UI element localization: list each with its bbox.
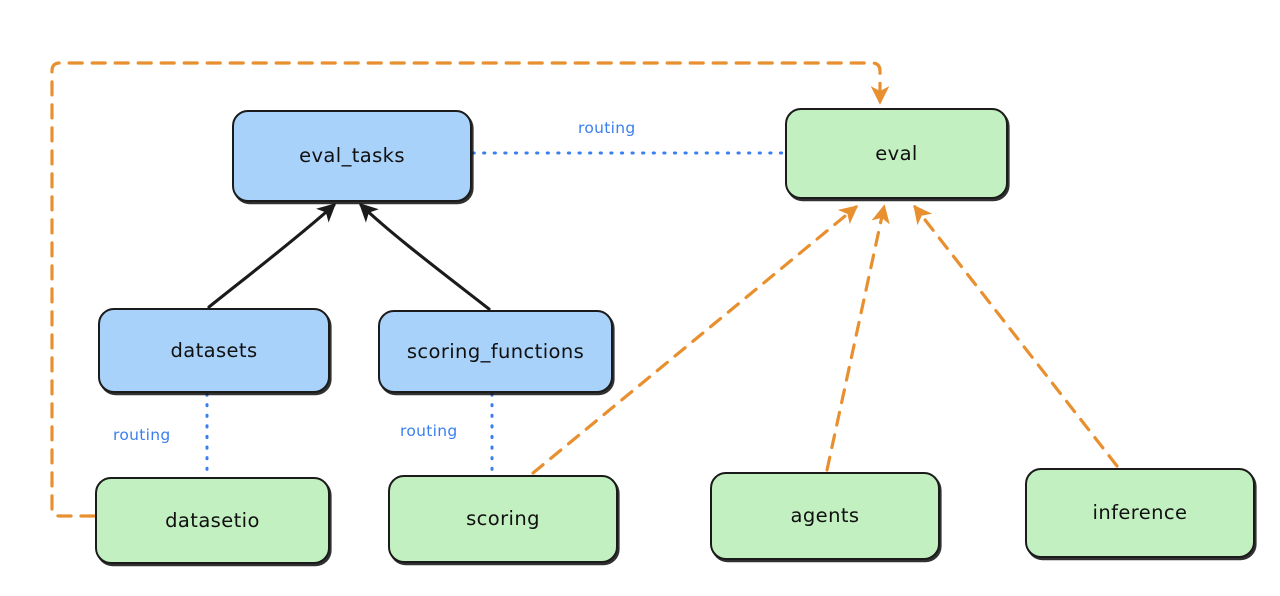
node-eval-tasks-label: eval_tasks — [299, 144, 405, 168]
node-datasetio[interactable]: datasetio — [95, 477, 330, 564]
node-datasetio-label: datasetio — [165, 508, 260, 532]
node-inference[interactable]: inference — [1025, 468, 1255, 558]
node-scoring-functions-label: scoring_functions — [406, 339, 585, 363]
edge-label-routing-eval-tasks-eval: routing — [578, 119, 636, 137]
node-scoring-label: scoring — [466, 507, 540, 531]
node-eval[interactable]: eval — [785, 108, 1008, 199]
node-scoring[interactable]: scoring — [388, 475, 618, 563]
node-eval-tasks[interactable]: eval_tasks — [232, 110, 472, 202]
node-scoring-functions[interactable]: scoring_functions — [378, 310, 613, 393]
node-inference-label: inference — [1092, 501, 1188, 525]
edge-label-routing-datasets-datasetio: routing — [113, 426, 171, 444]
edge-datasets-to-eval-tasks — [207, 203, 337, 309]
node-agents[interactable]: agents — [710, 472, 940, 560]
edge-agents-to-eval — [825, 204, 890, 472]
edge-inference-to-eval — [913, 204, 1119, 468]
node-datasets[interactable]: datasets — [98, 308, 330, 393]
node-datasets-label: datasets — [170, 338, 258, 362]
edge-label-routing-scoring-functions-scoring: routing — [400, 422, 458, 440]
edge-scoring-functions-to-eval-tasks — [358, 203, 491, 311]
node-agents-label: agents — [790, 504, 860, 528]
node-eval-label: eval — [875, 141, 918, 165]
